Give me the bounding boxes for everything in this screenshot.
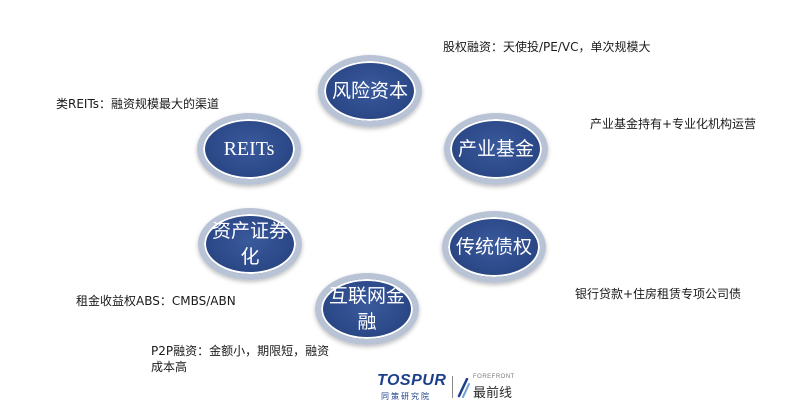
node-abs-label: 资产证券化 bbox=[212, 220, 289, 268]
tospur-logo-wordmark: TOSPUR bbox=[377, 372, 447, 389]
annotation-equity: 股权融资：天使投/PE/VC，单次规模大 bbox=[443, 40, 651, 54]
node-abs: 资产证券化 bbox=[198, 208, 302, 280]
node-industry-fund-label: 产业基金 bbox=[458, 138, 535, 160]
tospur-logo-subtitle: 同策研究院 bbox=[381, 392, 431, 401]
node-risk-capital: 风险资本 bbox=[318, 55, 422, 127]
node-traditional-debt: 传统债权 bbox=[442, 211, 546, 283]
annotation-reits-like: 类REITs：融资规模最大的渠道 bbox=[56, 97, 220, 111]
node-internet-finance: 互联网金融 bbox=[315, 273, 419, 345]
node-reits: REITs bbox=[197, 113, 301, 185]
forefront-logo: FOREFRONT 最前线 bbox=[457, 372, 547, 404]
forefront-mark-icon bbox=[457, 378, 470, 398]
node-reits-label: REITs bbox=[223, 138, 275, 160]
node-traditional-debt-label: 传统债权 bbox=[456, 236, 533, 258]
annotation-bank-loan: 银行贷款+住房租赁专项公司债 bbox=[575, 287, 742, 301]
node-internet-finance-label: 互联网金融 bbox=[329, 285, 406, 333]
annotation-rent-abs: 租金收益权ABS：CMBS/ABN bbox=[76, 294, 236, 308]
annotation-fund-holding: 产业基金持有+专业化机构运营 bbox=[590, 117, 757, 131]
annotation-p2p: P2P融资：金额小，期限短，融资成本高 bbox=[151, 344, 330, 374]
node-risk-capital-label: 风险资本 bbox=[332, 80, 409, 102]
node-industry-fund: 产业基金 bbox=[444, 113, 548, 185]
logo-divider bbox=[452, 376, 453, 398]
tospur-logo: TOSPUR 同策研究院 bbox=[377, 372, 447, 404]
forefront-logo-chinese: 最前线 bbox=[473, 386, 513, 401]
forefront-logo-english: FOREFRONT bbox=[473, 374, 515, 380]
